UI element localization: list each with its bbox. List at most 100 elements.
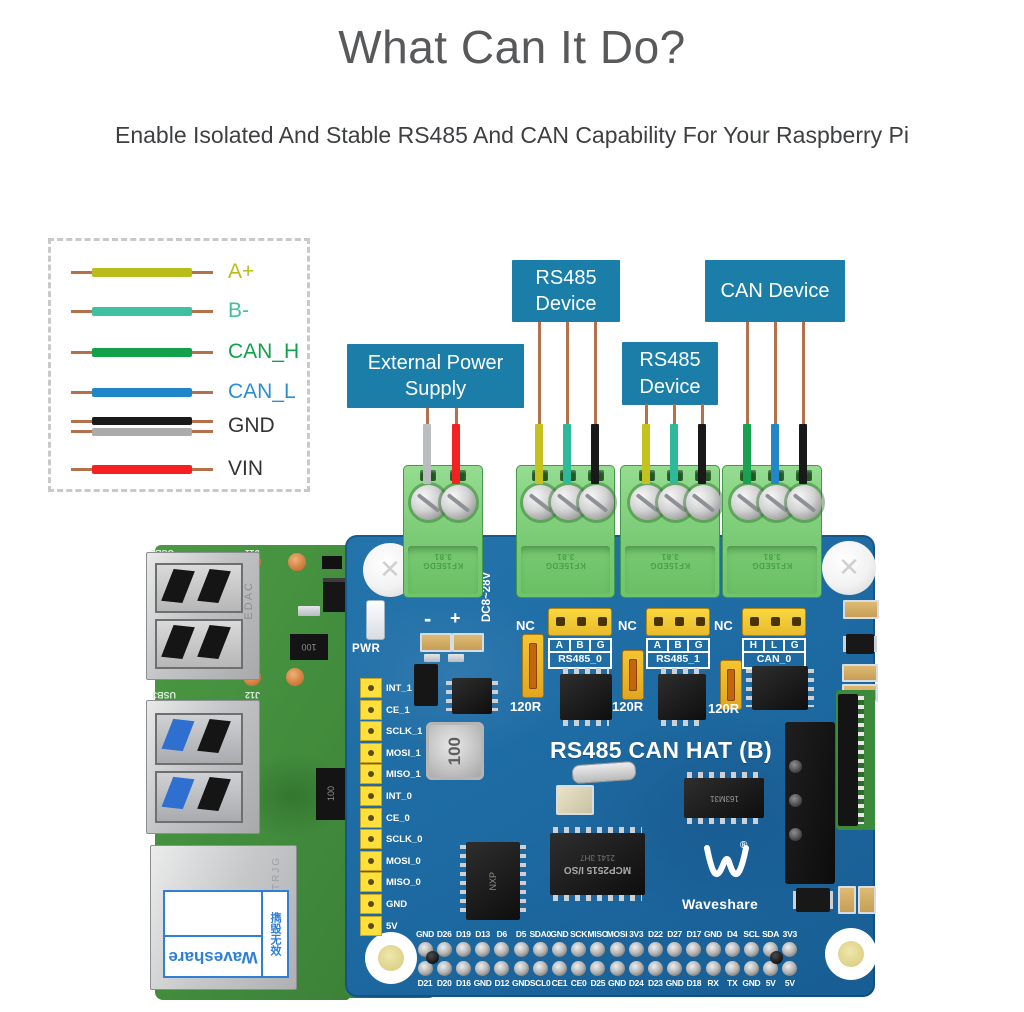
power-inductor: 100 [426, 722, 484, 780]
usb-tongue [197, 718, 231, 754]
gpio-hole [494, 961, 510, 976]
left-header-label: MOSI_1 [386, 747, 421, 759]
jumper-block-ch2 [646, 608, 710, 636]
resistor [858, 886, 876, 914]
nc-silk-ch2: NC [618, 618, 637, 633]
j12-silk-label: J12 [245, 690, 261, 700]
legend-wire-swatch [71, 379, 213, 405]
gpio-hole [743, 942, 759, 957]
left-header-pin [360, 894, 382, 914]
capacitor-marking: 100 [326, 786, 336, 802]
pi-capacitor: 100 [316, 768, 346, 820]
mounting-hole-bottom-right [825, 928, 877, 980]
gpio-hole [686, 942, 702, 957]
legend-wire-swatch [71, 456, 213, 482]
gpio-pin-label: D17 [686, 929, 702, 939]
wire-rs485b-aplus [642, 404, 650, 484]
legend-label: CAN_L [228, 380, 296, 403]
gpio-pin-label: D19 [456, 929, 471, 939]
wire-rs485b-bminus [670, 404, 678, 484]
gpio-pin-label: 5V [784, 978, 795, 988]
usb-tongue-blue [161, 776, 195, 810]
polarity-minus: - [424, 606, 432, 631]
board-title-silk: RS485 CAN HAT (B) [550, 737, 772, 763]
gpio-hole [436, 942, 452, 957]
gpio-pin-label: CE1 [551, 978, 568, 988]
left-header-pin [360, 699, 382, 720]
fpc-connector-pins [858, 696, 864, 824]
gpio-hole [628, 942, 644, 957]
callout-rs485-device-a: RS485 Device [512, 260, 620, 322]
gpio-hole [743, 961, 759, 976]
waveshare-brand-text: Waveshare [682, 896, 759, 912]
waveshare-sticker: 擕毁无效 Waveshare [163, 890, 289, 978]
gpio-pin-label: SCL [743, 929, 760, 939]
legend-color-bar [92, 464, 192, 474]
left-header-label: MISO_1 [386, 769, 421, 781]
terminal-screw [579, 485, 614, 520]
gpio-pin-label: 5V [765, 978, 776, 988]
gpio-hole [494, 942, 510, 957]
fpc-connector [838, 694, 858, 826]
gpio-hole [513, 961, 529, 976]
gpio-hole [417, 961, 433, 976]
gpio-pin-label: D25 [590, 978, 606, 988]
gpio-hole [628, 961, 644, 976]
gpio-hole [782, 961, 798, 976]
can-isolation-chip [746, 666, 814, 710]
legend-label: GND [228, 414, 275, 437]
gpio-hole [475, 942, 491, 957]
legend-color-bar [92, 306, 192, 316]
gpio-pin-label: SDA0 [529, 929, 551, 939]
callout-rs485-device-b: RS485 Device [622, 342, 718, 405]
left-header-pin [360, 850, 382, 871]
gpio-pin-label: D26 [436, 929, 452, 939]
mounting-hole-bottom-left [365, 932, 417, 984]
ethernet-port: TRJG 擕毁无效 Waveshare [150, 845, 297, 990]
gpio-hole [590, 961, 606, 976]
usb-tongue [197, 624, 231, 660]
gpio-hole [609, 961, 625, 976]
rs485-transceiver-ch2 [658, 668, 706, 726]
gpio-pin-label: D22 [648, 929, 663, 939]
legend-item-VIN: VIN [71, 456, 263, 482]
wire-rs485b-gnd [698, 404, 706, 484]
gpio-hole [763, 961, 779, 976]
gpio-hole [590, 942, 606, 957]
120r-silk-ch2: 120R [612, 699, 644, 714]
gpio-hole [647, 942, 663, 957]
gpio-pin-label: SCL0 [529, 978, 551, 988]
120r-silk-ch3: 120R [708, 701, 740, 716]
rs485-transceiver-ch1 [560, 668, 612, 726]
sot23-transistor [796, 888, 830, 912]
legend-wire-swatch [71, 298, 213, 324]
usb-tongue [197, 776, 231, 812]
usb-tongue [161, 624, 195, 660]
gpio-pin-label: GND [742, 978, 761, 988]
channel-name-ch1: RS485_0 [548, 653, 612, 669]
gpio-pin-label: D21 [417, 978, 433, 988]
legend-item-GND: GND [71, 413, 275, 439]
legend-color-bar [92, 427, 192, 436]
nc-silk-ch3: NC [714, 618, 733, 633]
ethernet-engraving: TRJG [271, 856, 282, 891]
gpio-pin-label: CE0 [570, 978, 587, 988]
page-title: What Can It Do? [338, 21, 686, 73]
legend-item-CAN_L: CAN_L [71, 379, 296, 405]
legend-color-bar [92, 267, 192, 277]
gpio-pin-label: D16 [456, 978, 471, 988]
chip-marking: NXP [488, 871, 498, 891]
legend-color-bar [92, 416, 192, 425]
resistor [424, 654, 440, 662]
gpio-pin-label: D24 [628, 978, 644, 988]
usb3-receptacle-bottom [155, 771, 243, 823]
terminator-jumper-ch3 [720, 660, 742, 710]
wire-rs485a-aplus [535, 322, 543, 484]
gpio-pin-label: MISO [587, 929, 609, 939]
